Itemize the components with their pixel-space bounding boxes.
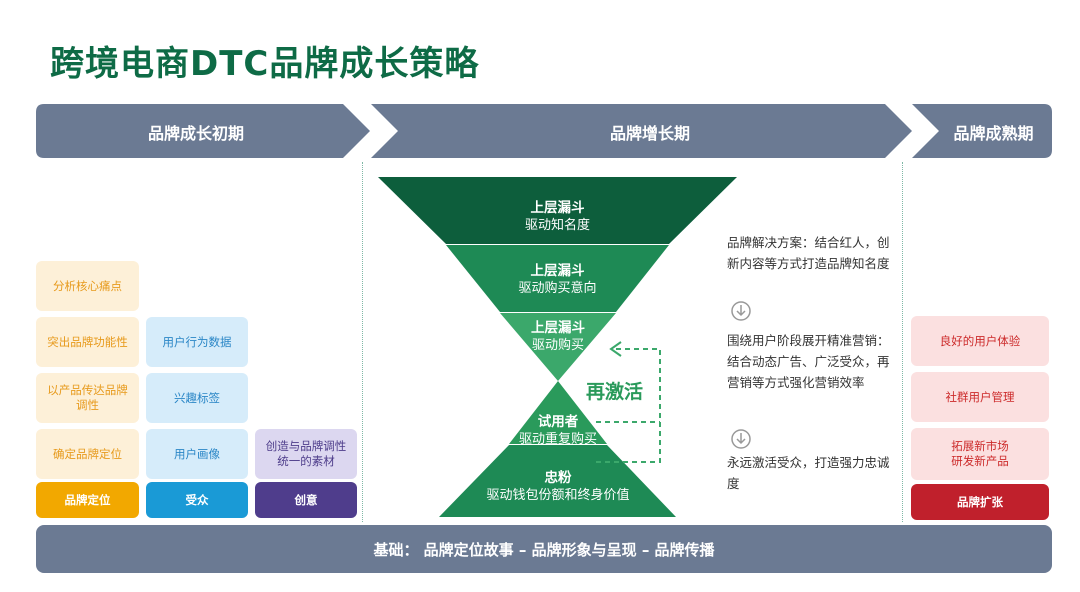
phase-growth-label: 品牌增长期 <box>609 124 690 143</box>
funnel-layer-5-title: 忠粉 <box>544 470 572 486</box>
foundation-bar: 基础： 品牌定位故事 – 品牌形象与呈现 – 品牌传播 <box>36 525 1052 573</box>
reactivate-label: 再激活 <box>586 381 644 403</box>
funnel-layer-4-subtitle: 驱动重复购买 <box>518 432 597 447</box>
funnel-layer-1-title: 上层漏斗 <box>530 200 585 216</box>
mature-item: 良好的用户体验 <box>911 316 1049 366</box>
note-precision-marketing: 围绕用户阶段展开精准营销：结合动态广告、广泛受众，再营销等方式强化营销效率 <box>727 333 890 390</box>
page-title: 跨境电商DTC品牌成长策略 <box>50 44 480 84</box>
audience-item: 兴趣标签 <box>146 373 248 423</box>
audience-label: 受众 <box>146 482 248 518</box>
down-arrow-circle-icon <box>731 429 751 449</box>
creative-item: 创造与品牌调性统一的素材 <box>255 429 357 479</box>
funnel-layer-5-text: 忠粉 驱动钱包份额和终身价值 <box>460 470 656 504</box>
funnel-layer-2-text: 上层漏斗 驱动购买意向 <box>470 263 645 297</box>
phase-header <box>36 104 1052 158</box>
mature-item: 社群用户管理 <box>911 372 1049 422</box>
mature-item: 拓展新市场 研发新产品 <box>911 428 1049 480</box>
funnel-layer-3-text: 上层漏斗 驱动购买 <box>500 320 616 354</box>
funnel-layer-4-title: 试用者 <box>537 414 579 430</box>
funnel-layer-4 <box>509 381 607 444</box>
divider-right <box>902 162 903 522</box>
phase-growth-chevron <box>371 104 912 158</box>
creative-label: 创意 <box>255 482 357 518</box>
phase-early-chevron <box>36 104 370 158</box>
audience-item: 用户行为数据 <box>146 317 248 367</box>
down-arrow-circle-icon <box>731 301 751 321</box>
funnel-layer-1 <box>378 177 737 244</box>
funnel-layer-3-subtitle: 驱动购买 <box>531 338 584 353</box>
reactivate-loop <box>596 348 661 463</box>
funnel-layer-3-title: 上层漏斗 <box>531 320 585 336</box>
phase-early-label: 品牌成长初期 <box>147 124 244 143</box>
funnel-layer-5-subtitle: 驱动钱包份额和终身价值 <box>486 488 630 503</box>
phase-mature-label: 品牌成熟期 <box>953 124 1034 143</box>
funnel-layer-1-subtitle: 驱动知名度 <box>524 218 590 233</box>
note-brand-solution: 品牌解决方案：结合红人，创新内容等方式打造品牌知名度 <box>727 235 890 271</box>
positioning-item: 确定品牌定位 <box>36 429 139 479</box>
reactivate-arrow-upper <box>609 341 622 357</box>
funnel-layer-2-subtitle: 驱动购买意向 <box>518 281 597 296</box>
funnel-layer-2-title: 上层漏斗 <box>530 263 585 279</box>
funnel-layer-4-text: 试用者 驱动重复购买 <box>500 414 616 448</box>
positioning-label: 品牌定位 <box>36 482 139 518</box>
positioning-item: 分析核心痛点 <box>36 261 139 311</box>
mature-label: 品牌扩张 <box>911 484 1049 520</box>
phase-mature-chevron <box>912 104 1052 158</box>
positioning-item: 以产品传达品牌调性 <box>36 373 139 423</box>
funnel-layer-1-text: 上层漏斗 驱动知名度 <box>446 200 669 234</box>
positioning-item: 突出品牌功能性 <box>36 317 139 367</box>
divider-left <box>362 162 363 522</box>
funnel-layer-3 <box>500 313 616 381</box>
note-loyalty: 永远激活受众，打造强力忠诚度 <box>727 455 890 491</box>
funnel-diagram <box>378 177 737 517</box>
funnel-layer-2 <box>446 245 669 312</box>
audience-item: 用户画像 <box>146 429 248 479</box>
